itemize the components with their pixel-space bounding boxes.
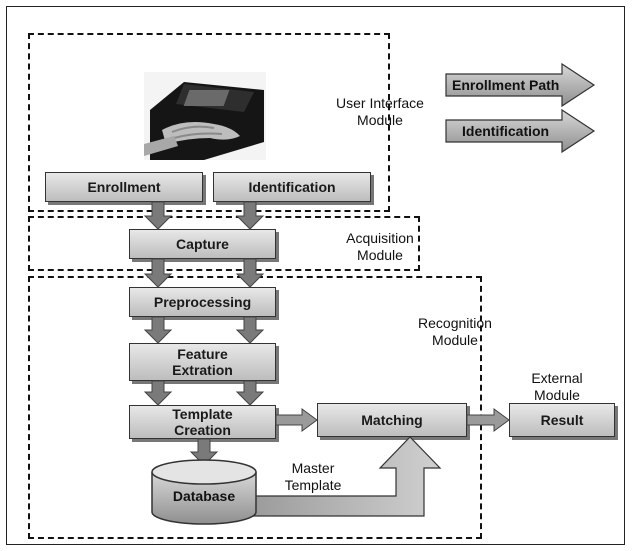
external-module-label: External Module bbox=[531, 370, 583, 403]
arrow-pre-feature-2 bbox=[235, 316, 265, 344]
arrow-pre-feature-1 bbox=[143, 316, 173, 344]
arrow-capture-pre-1 bbox=[143, 258, 173, 288]
matching-box: Matching bbox=[317, 403, 467, 437]
user-interface-module-region bbox=[28, 33, 390, 212]
result-box: Result bbox=[509, 403, 615, 437]
acquisition-module-region bbox=[28, 216, 420, 271]
legend-identification-label: Identification bbox=[462, 123, 550, 139]
fingerprint-scanner-photo bbox=[144, 72, 266, 160]
acquisition-module-label: Acquisition Module bbox=[346, 230, 414, 263]
preprocessing-box: Preprocessing bbox=[129, 287, 276, 317]
recognition-module-label: Recognition Module bbox=[418, 315, 492, 348]
arrow-enroll-capture bbox=[143, 201, 173, 230]
arrow-matching-result bbox=[466, 408, 510, 432]
arrow-feature-template-2 bbox=[235, 380, 265, 406]
master-template-label: Master Template bbox=[284, 460, 342, 493]
identification-box: Identification bbox=[213, 172, 371, 202]
capture-box: Capture bbox=[129, 229, 276, 259]
user-interface-module-label: User Interface Module bbox=[336, 95, 424, 128]
arrow-template-database bbox=[189, 438, 219, 466]
legend-enrollment-path-label: Enrollment Path bbox=[452, 77, 560, 93]
legend-identification-arrow bbox=[445, 108, 596, 154]
database-cylinder bbox=[151, 459, 257, 525]
feature-extraction-box: Feature Extration bbox=[129, 343, 276, 381]
enrollment-box: Enrollment bbox=[45, 172, 203, 202]
arrow-ident-capture bbox=[235, 201, 265, 230]
arrow-template-matching bbox=[275, 408, 318, 432]
arrow-capture-pre-2 bbox=[235, 258, 265, 288]
database-label: Database bbox=[172, 488, 236, 504]
legend-enrollment-arrow bbox=[445, 62, 596, 108]
arrow-feature-template-1 bbox=[143, 380, 173, 406]
master-template-arrow bbox=[247, 436, 442, 517]
